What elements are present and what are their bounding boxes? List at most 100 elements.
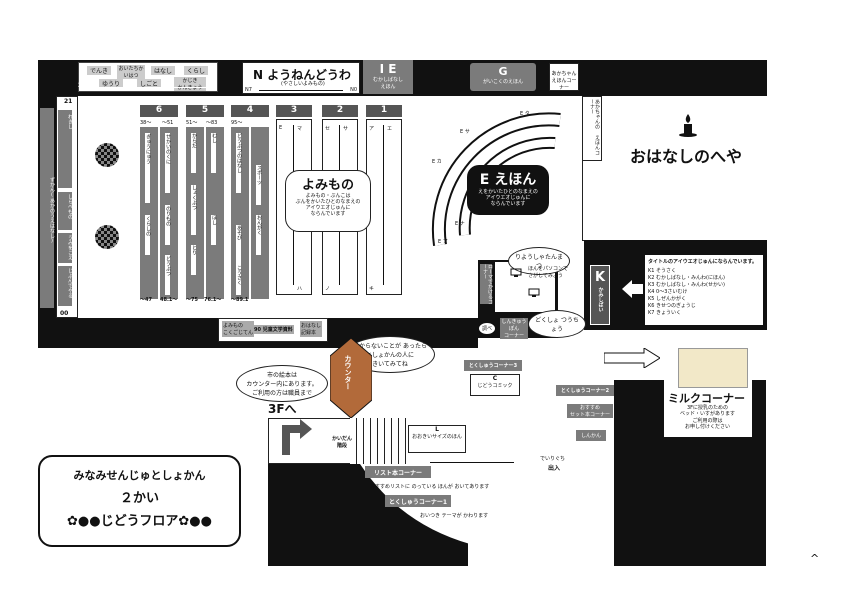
shelf-4-label-5: こうさく [236, 265, 242, 295]
shelf-1-line [383, 125, 384, 285]
shelf-2-label-2: セ [325, 126, 331, 132]
range-start: 27 [78, 82, 87, 89]
tokushu-2: とくしゅうコーナー2 [556, 385, 614, 396]
shelf-4-body-l [231, 127, 249, 299]
shelf-4-bottom-a: 〜89.1 [231, 297, 249, 303]
candle-icon [679, 114, 697, 137]
round-table-1 [95, 143, 119, 167]
ehon-panel: E えほん えをかいたひとのなまえの アイウエオじゅんに ならんでいます [467, 165, 549, 215]
shelf-5-num: 5 [186, 105, 224, 117]
k-list-box: タイトルのアイウエオじゅんにならんでいます。 K1 そうさく K2 むかしばなし… [645, 255, 763, 325]
shelf-1: 1 ア エ キ [366, 105, 402, 295]
kensaku-vertical: ローマでかけるコーナー [480, 264, 493, 304]
shelf-5-label-3: しょくぶつ [191, 185, 197, 235]
title-line-1: みなみせんじゅとしょかん [73, 469, 206, 482]
k-item-1: K1 そうさく [648, 268, 677, 274]
shelf-6-num: 6 [140, 105, 178, 117]
ie-sub: むかしばなし えほん [372, 77, 403, 90]
title-line-3-wrap: ✿●●じどうフロア✿●● [40, 510, 239, 529]
shelf-5-label-1: からだ [191, 133, 197, 173]
tab-hanashi: はなし [151, 66, 176, 75]
up-arrow-icon [282, 419, 312, 455]
exit-line [430, 462, 514, 463]
milk-desc: 3Fに授乳のための ベッド・いすがあります ご利用の際は お申し付けください [680, 405, 736, 430]
g-sub: がいこくのえほん [482, 79, 523, 85]
k-item-2: K2 むかしばなし・みんわ(にほん) [648, 275, 725, 281]
ehon-marker-2: E カ [432, 159, 442, 165]
shelf-6-label-5: どうぶつ [165, 255, 171, 295]
tab-kankyou: かじき かんきょう [174, 77, 206, 91]
shelf-3-label-1: E [279, 125, 283, 131]
corner-c-sub: じどうコミック [477, 383, 513, 389]
shelf-1-label-2: エ [387, 126, 393, 132]
shelf-6-body-l [140, 127, 158, 299]
shelf-4: 4 95〜 どうぶつのはなし スポーツ あそび おんがく こうさく [231, 105, 269, 305]
n-arrow [259, 90, 343, 91]
list-corner: リスト本コーナー [365, 466, 431, 478]
milk-picture [678, 348, 748, 388]
shelf-2-label-3: ノ [325, 286, 331, 292]
yomimono-panel: よみもの よみもの・ぶんこは ぶんをかいたひとのなまえの アイウエオじゅんに な… [285, 170, 371, 232]
right-arrow-icon [604, 348, 660, 368]
shelf-3-label-2: マ [297, 126, 303, 132]
tab-oitachi: おいたちかいはつ [117, 65, 145, 79]
g-label: G [498, 65, 508, 78]
shelf-6-bottom-b: 48.1〜 [160, 297, 178, 303]
shelf-1-body [366, 119, 402, 295]
ehon-marker-4: E タ [520, 111, 530, 117]
k-item-5: K5 しぜんかがく [648, 296, 687, 302]
shelf-5-label-2: むし [211, 133, 217, 173]
shelf-2-num: 2 [322, 105, 358, 117]
ohanashi-side-note: あかちゃんの えほんコーナー [582, 96, 602, 161]
left-col-shirabemono: しらべもの [58, 192, 73, 230]
top-shelf-tabs: でんき おいたちかいはつ はなし くらし ゆうり しごと かじき かんきょう [78, 62, 218, 92]
shelf-5-range-b: 〜83 [206, 120, 218, 126]
kensaku-bubble-1: りようしゃたんまつ [508, 247, 570, 275]
shelf-6-range-b: 〜51 [162, 120, 174, 126]
left-top-num: 21 [64, 98, 73, 105]
stairs-steps [350, 418, 408, 464]
left-col-umi: うみをこえ [58, 233, 73, 263]
exit-small: でいりぐち [540, 456, 566, 462]
shelf-4-body-r [251, 127, 269, 299]
corner-c-label: C [492, 375, 498, 382]
n-label: N ようねんどうわ [253, 68, 351, 82]
range-end: 37 [209, 82, 218, 89]
milk-block-bottom [614, 437, 766, 566]
corner-c: C じどうコミック [470, 374, 520, 396]
kensaku-desc: ほんをパソコンで さがしてみよう [528, 266, 569, 279]
tab-kurashi: くらし [184, 66, 209, 75]
shelf-1-label-3: キ [369, 286, 375, 292]
n-right: N0 [350, 87, 357, 93]
section-ie: I E むかしばなし えほん [363, 60, 413, 94]
left-bottom-num: 00 [60, 310, 69, 317]
k-letter: K [594, 270, 606, 285]
shelf-2-label-1: サ [343, 126, 349, 132]
n-sub: (やさしいよみもの) [281, 81, 325, 87]
tokushu-1-note: おいつき テーマが かわります [420, 513, 489, 519]
caret-mark: ^ [810, 552, 820, 565]
monitor-icon-1 [510, 268, 522, 277]
shelf-4-range-a: 95〜 [231, 120, 243, 126]
k-item-6: K6 きせつのぎょうじ [648, 303, 696, 309]
akachan-label: あかちゃん えほんコーナー [551, 71, 577, 91]
osusume-set: おすすめ セット本コーナー [567, 404, 613, 418]
title-box: みなみせんじゅとしょかん ２かい ✿●●じどうフロア✿●● [38, 455, 241, 547]
tab-shigoto: しごと [137, 79, 162, 88]
shelf-1-num: 1 [366, 105, 402, 117]
counter-shape [330, 338, 372, 418]
shelf-4-label-2: スポーツ [256, 165, 262, 205]
k-item-4: K4 0〜3さいむけ [648, 289, 688, 295]
corner-l: L おおきいサイズのほん [408, 425, 466, 453]
k-item-3: K3 むかしばなし・みんわ(せかい) [648, 282, 725, 288]
ehon-marker-3: E サ [460, 129, 470, 135]
k-arrow-tail [631, 284, 643, 294]
akachan-box: あかちゃん えほんコーナー [549, 63, 579, 91]
shelf-5-body-r [206, 127, 224, 299]
stairs-goto: 3Fへ [268, 402, 297, 416]
k-letter-box: K かみしばい [590, 265, 610, 325]
exit-label: 出入 [548, 465, 561, 472]
left-col-zukan: ずかん(あかのうえはなし) [40, 108, 55, 308]
shelf-5-bottom-b: 76.1〜 [204, 297, 222, 303]
tab-yuuri: ゆうり [99, 79, 124, 88]
